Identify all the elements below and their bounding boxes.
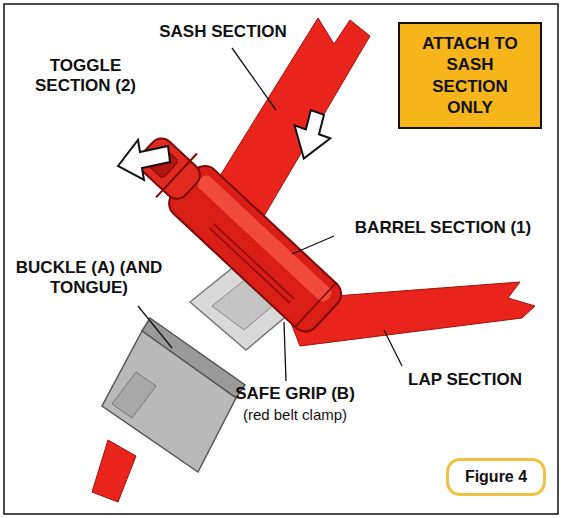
part-label: TOGGLE SECTION (2) bbox=[28, 56, 143, 95]
part-label: (red belt clamp) bbox=[220, 406, 370, 423]
part-label: LAP SECTION bbox=[400, 370, 530, 390]
part-label: BUCKLE (A) (AND TONGUE) bbox=[14, 258, 164, 297]
figure-tag: Figure 4 bbox=[446, 458, 546, 496]
buckle-strap bbox=[92, 440, 136, 502]
toggle-arrow bbox=[118, 140, 170, 180]
sash-belt bbox=[210, 18, 370, 216]
leader-line bbox=[384, 330, 402, 366]
part-label: SAFE GRIP (B) bbox=[220, 384, 370, 404]
frame bbox=[4, 4, 558, 514]
buckle bbox=[102, 331, 236, 472]
leader-line bbox=[284, 322, 286, 381]
leader-line bbox=[138, 306, 172, 348]
part-label: SASH SECTION bbox=[148, 22, 298, 42]
box-text: ATTACH TO SASH SECTION ONLY bbox=[408, 33, 532, 118]
note-box: ATTACH TO SASH SECTION ONLY bbox=[398, 22, 542, 129]
buckle-button bbox=[112, 372, 156, 418]
leader-line bbox=[232, 48, 276, 110]
box-text: Figure 4 bbox=[465, 467, 527, 487]
part-label: BARREL SECTION (1) bbox=[338, 218, 548, 238]
leader-line bbox=[292, 236, 334, 254]
barrel-arrow bbox=[285, 107, 337, 165]
